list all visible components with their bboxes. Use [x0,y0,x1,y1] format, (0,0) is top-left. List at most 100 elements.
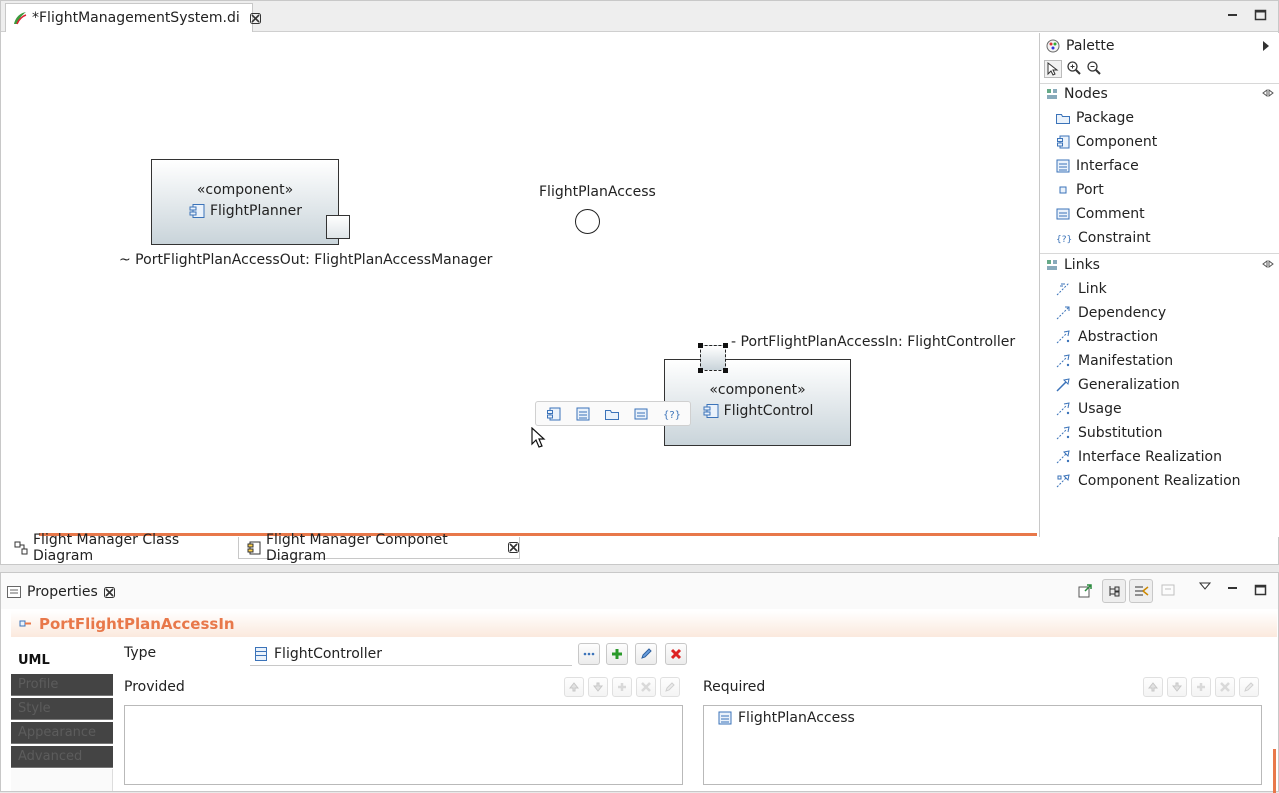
component-name: FlightControl [723,403,814,419]
pin-view-icon[interactable] [1077,583,1093,599]
delete-icon [641,682,651,692]
tab-label: Flight Manager Class Diagram [33,532,180,564]
properties-tab[interactable]: Properties [7,579,115,605]
delete-button[interactable] [665,643,687,665]
comment-icon[interactable] [633,406,649,422]
pencil-icon [640,648,652,660]
show-categories-icon[interactable] [1102,579,1126,603]
zoom-in-icon[interactable] [1066,60,1082,78]
palette-item-package[interactable]: Package [1056,107,1134,129]
papyrus-icon [12,10,28,26]
interface-lollipop[interactable] [575,209,600,234]
tab-component-diagram[interactable]: Flight Manager Componet Diagram [238,532,520,564]
palette-item-manifestation[interactable]: Manifestation [1056,350,1173,372]
palette-item-constraint[interactable]: {?}Constraint [1056,227,1151,249]
palette-item-usage[interactable]: Usage [1056,398,1122,420]
list-item[interactable]: FlightPlanAccess [718,710,855,726]
tab-class-diagram[interactable]: Flight Manager Class Diagram [6,532,238,564]
plus-icon [1196,682,1206,692]
palette-item-interface-realization[interactable]: Interface Realization [1056,446,1222,468]
delete-icon [670,648,682,660]
browse-button[interactable] [578,643,600,665]
interface-realization-icon [1056,450,1072,464]
component-diagram-icon [247,541,261,555]
palette-nodes-drawer[interactable]: Nodes [1040,82,1279,106]
palette-item-label: Package [1076,110,1135,126]
properties-tab-bar: Properties [1,573,1278,609]
side-tab-style[interactable]: Style [11,698,113,720]
palette-item-comment[interactable]: Comment [1056,203,1145,225]
move-down-button[interactable] [588,677,608,697]
close-icon[interactable] [103,586,115,598]
component-icon[interactable] [546,406,562,422]
component-realization-icon [1056,474,1072,488]
palette-item-generalization[interactable]: Generalization [1056,374,1180,396]
add-provided-button[interactable] [612,677,632,697]
required-list[interactable]: FlightPlanAccess [703,705,1262,785]
links-header: Links [1064,257,1100,273]
type-field[interactable]: FlightController [250,642,572,666]
palette-item-dependency[interactable]: Dependency [1056,302,1166,324]
diagram-canvas[interactable]: «component» FlightPlanner ~ PortFlightPl… [6,33,1038,533]
palette-item-component[interactable]: Component [1056,131,1157,153]
component-stereotype: «component» [709,382,806,398]
palette-links-drawer[interactable]: Links [1040,253,1279,277]
collapse-arrow-icon[interactable] [1262,40,1270,52]
palette-item-abstraction[interactable]: Abstraction [1056,326,1158,348]
port-in-selected[interactable] [698,343,728,373]
diagram-tab-indicator [39,533,1037,536]
remove-required-button[interactable] [1215,677,1235,697]
port-out[interactable] [326,215,350,239]
manifestation-icon [1056,354,1072,368]
filter-icon[interactable] [1161,583,1177,597]
move-up-button[interactable] [1143,677,1163,697]
flight-planner-component[interactable]: «component» FlightPlanner [151,159,339,245]
remove-provided-button[interactable] [636,677,656,697]
show-advanced-icon[interactable] [1129,579,1153,603]
package-icon [1056,112,1070,124]
minimize-icon[interactable] [1226,8,1240,22]
flight-control-component[interactable]: «component» FlightControl [664,359,851,446]
pencil-icon [665,682,675,692]
move-up-button[interactable] [564,677,584,697]
edit-provided-button[interactable] [660,677,680,697]
editor-tab[interactable]: *FlightManagementSystem.di [5,3,261,32]
add-required-button[interactable] [1191,677,1211,697]
interface-label: FlightPlanAccess [539,184,656,200]
arrow-up-icon [569,682,579,692]
interface-icon[interactable] [575,406,591,422]
close-icon[interactable] [249,12,261,24]
palette-item-component-realization[interactable]: Component Realization [1056,470,1241,492]
plus-icon [611,648,623,660]
side-tab-appearance[interactable]: Appearance [11,722,113,744]
side-tab-uml[interactable]: UML [11,650,113,672]
provided-list[interactable] [124,705,683,785]
edit-required-button[interactable] [1239,677,1259,697]
side-tab-profile[interactable]: Profile [11,674,113,696]
select-icon[interactable] [1044,60,1062,78]
palette-item-substitution[interactable]: Substitution [1056,422,1163,444]
palette-item-port[interactable]: Port [1056,179,1104,201]
zoom-out-icon[interactable] [1086,60,1102,78]
pin-icon[interactable] [1262,259,1274,269]
minimize-icon[interactable] [1226,581,1240,595]
type-value: FlightController [274,645,382,662]
close-icon[interactable] [508,542,519,553]
properties-tab-label: Properties [27,584,98,600]
maximize-icon[interactable] [1254,8,1268,22]
port-icon [1056,183,1070,197]
constraint-icon[interactable]: {?} [662,406,680,422]
pin-icon[interactable] [1262,88,1274,98]
view-menu-icon[interactable] [1199,581,1211,591]
maximize-icon[interactable] [1254,583,1268,597]
palette-item-interface[interactable]: Interface [1056,155,1139,177]
palette-header: Palette [1040,34,1279,58]
add-button[interactable] [606,643,628,665]
palette-item-label: Interface Realization [1078,449,1222,465]
type-label: Type [124,645,157,661]
side-tab-advanced[interactable]: Advanced [11,746,113,768]
package-icon[interactable] [604,406,620,422]
palette-item-link[interactable]: Link [1056,278,1107,300]
move-down-button[interactable] [1167,677,1187,697]
edit-button[interactable] [635,643,657,665]
